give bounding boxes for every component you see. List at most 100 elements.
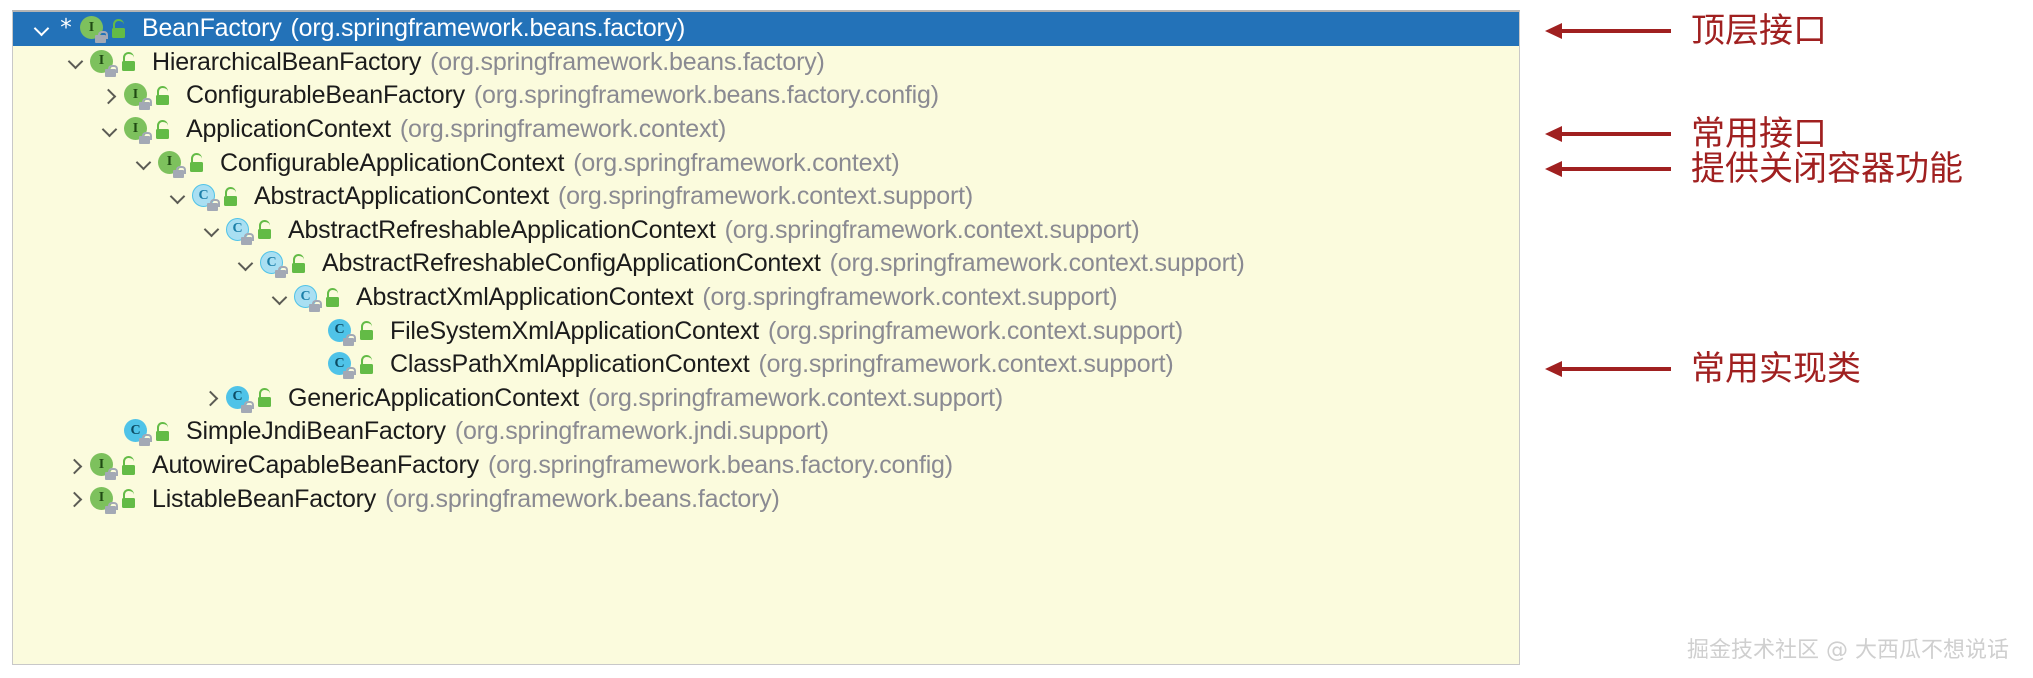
chevron-down-icon[interactable] — [199, 217, 225, 243]
tree-row-package-name: (org.springframework.beans.factory) — [430, 47, 825, 76]
abstract-class-icon: C — [259, 250, 288, 279]
chevron-down-icon[interactable] — [63, 49, 89, 75]
tree-row-package-name: (org.springframework.beans.factory.confi… — [487, 451, 953, 480]
type-icon-letter: C — [260, 251, 283, 275]
mini-lock-icon — [275, 266, 288, 279]
mini-lock-icon — [207, 199, 220, 212]
public-visibility-padlock-icon — [289, 253, 311, 275]
type-icon-letter: C — [124, 419, 147, 443]
chevron-down-icon[interactable] — [29, 16, 55, 42]
type-icon-letter: I — [90, 486, 113, 510]
mini-lock-icon — [105, 468, 118, 481]
arrow-left-icon — [1545, 159, 1671, 179]
annotation-label: 常用实现类 — [1691, 349, 1861, 389]
star-marker-icon: * — [60, 15, 72, 42]
tree-row-package-name: (org.springframework.context.support) — [829, 249, 1245, 278]
chevron-down-icon[interactable] — [97, 117, 123, 143]
mini-lock-icon — [105, 501, 118, 514]
tree-row-package-name: (org.springframework.context.support) — [557, 182, 973, 211]
tree-indent-spacer — [13, 230, 199, 231]
arrow-left-icon — [1545, 359, 1671, 379]
mini-lock-icon — [309, 300, 322, 313]
mini-lock-icon — [241, 232, 254, 245]
mini-lock-icon — [343, 333, 356, 346]
annotation-label: 常用接口 — [1691, 114, 1827, 154]
mini-lock-icon — [105, 64, 118, 77]
chevron-down-icon[interactable] — [165, 184, 191, 210]
tree-row-type-name: AbstractRefreshableConfigApplicationCont… — [322, 249, 821, 278]
tree-row[interactable]: C AbstractRefreshableConfigApplicationCon… — [13, 247, 1519, 281]
tree-row-package-name: (org.springframework.beans.factory) — [290, 14, 686, 43]
mini-lock-icon — [139, 98, 152, 111]
chevron-down-icon[interactable] — [131, 150, 157, 176]
chevron-right-icon[interactable] — [63, 453, 89, 479]
abstract-class-icon: C — [293, 284, 322, 313]
chevron-down-icon[interactable] — [233, 251, 259, 277]
class-hierarchy-tree-panel[interactable]: * I BeanFactory (org.springframework.beans.… — [12, 10, 1520, 665]
tree-row-type-name: AbstractXmlApplicationContext — [356, 283, 694, 312]
tree-row-type-name: FileSystemXmlApplicationContext — [390, 316, 759, 345]
type-icon-letter: C — [226, 385, 249, 409]
tree-row-type-name: ConfigurableApplicationContext — [220, 148, 565, 177]
public-visibility-padlock-icon — [187, 152, 209, 174]
annotation-callout: 顶层接口 — [1545, 12, 1827, 50]
annotation-callout: 常用接口 — [1545, 115, 1827, 153]
type-icon-letter: I — [90, 453, 113, 477]
tree-row-type-name: AutowireCapableBeanFactory — [152, 451, 479, 480]
tree-toggle-blank — [301, 352, 327, 378]
public-visibility-padlock-icon — [221, 186, 243, 208]
class-icon: C — [327, 318, 356, 346]
chevron-down-icon[interactable] — [267, 285, 293, 311]
public-visibility-padlock-icon — [323, 287, 345, 309]
tree-row-package-name: (org.springframework.beans.factory) — [385, 484, 780, 513]
tree-indent-spacer — [13, 297, 267, 298]
tree-indent-spacer — [13, 431, 97, 432]
public-visibility-padlock-icon — [153, 119, 175, 141]
mini-lock-icon — [343, 367, 356, 380]
chevron-right-icon[interactable] — [97, 83, 123, 109]
tree-row-type-name: GenericApplicationContext — [288, 383, 579, 412]
public-visibility-padlock-icon — [119, 488, 141, 510]
tree-indent-spacer — [13, 331, 301, 332]
tree-row[interactable]: I ListableBeanFactory (org.springframework… — [13, 482, 1519, 516]
chevron-right-icon[interactable] — [199, 385, 225, 411]
mini-lock-icon — [139, 434, 152, 447]
tree-indent-spacer — [13, 129, 97, 130]
tree-indent-spacer — [13, 95, 97, 96]
public-visibility-padlock-icon — [357, 354, 379, 376]
tree-row-package-name: (org.springframework.jndi.support) — [454, 417, 829, 446]
type-icon-letter: C — [328, 318, 351, 342]
tree-row-type-name: ConfigurableBeanFactory — [186, 81, 465, 110]
tree-indent-spacer — [13, 364, 301, 365]
tree-toggle-blank — [301, 318, 327, 344]
tree-indent-spacer — [13, 163, 131, 164]
public-visibility-padlock-icon — [255, 219, 277, 241]
annotation-label: 顶层接口 — [1691, 11, 1827, 51]
tree-row-type-name: BeanFactory — [142, 14, 282, 43]
public-visibility-padlock-icon — [255, 387, 277, 409]
tree-row[interactable]: I AutowireCapableBeanFactory (org.springfr… — [13, 449, 1519, 483]
chevron-right-icon[interactable] — [63, 486, 89, 512]
public-visibility-padlock-icon — [119, 51, 141, 73]
abstract-class-icon: C — [191, 183, 220, 212]
tree-row[interactable]: C FileSystemXmlApplicationContext (org.spr… — [13, 314, 1519, 348]
tree-indent-spacer — [13, 465, 63, 466]
tree-row-package-name: (org.springframework.context.support) — [767, 316, 1183, 345]
public-visibility-padlock-icon — [357, 320, 379, 342]
tree-indent-spacer — [13, 196, 165, 197]
tree-row-type-name: AbstractRefreshableApplicationContext — [288, 215, 716, 244]
tree-row-type-name: ListableBeanFactory — [152, 484, 377, 513]
tree-row-type-name: ApplicationContext — [186, 115, 391, 144]
annotation-label: 提供关闭容器功能 — [1691, 149, 1963, 189]
